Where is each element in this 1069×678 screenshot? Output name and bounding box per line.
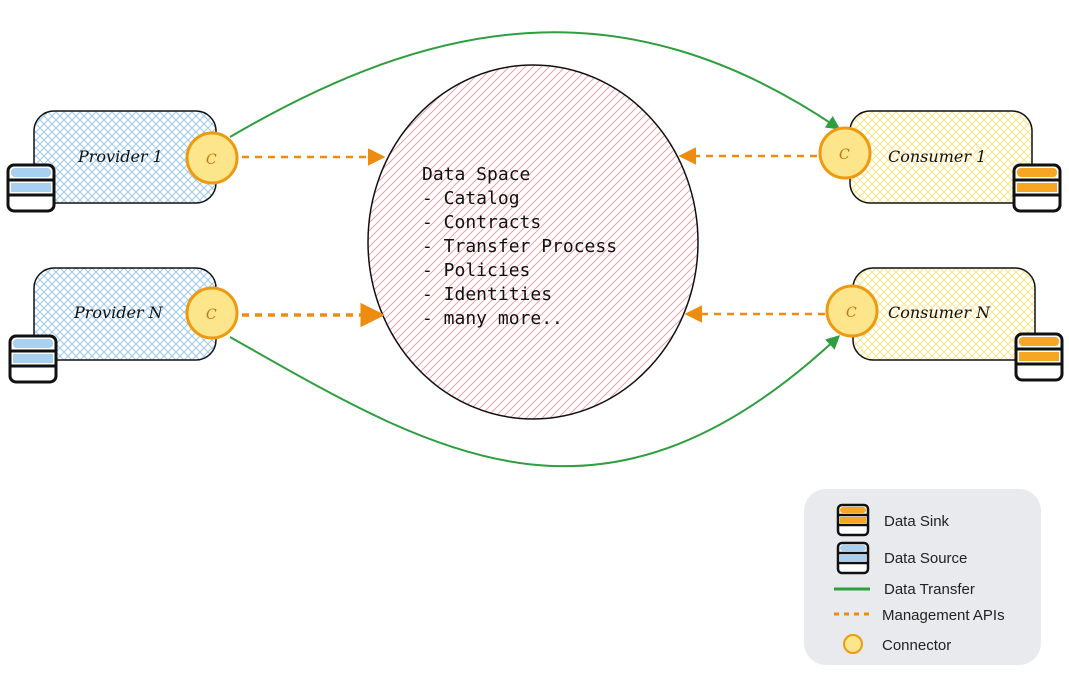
svg-text:C: C [839, 147, 850, 163]
provider-1: Provider 1 C [6, 110, 239, 213]
provider-label: Provider N [73, 303, 164, 322]
connector-icon: C [818, 126, 872, 180]
legend-label: Data Source [884, 550, 967, 567]
legend-label: Management APIs [882, 607, 1005, 624]
legend-label: Data Transfer [884, 581, 975, 598]
data-space-item: - Policies [422, 260, 530, 281]
data-space-item: - Transfer Process [422, 236, 617, 257]
svg-text:C: C [846, 305, 857, 321]
data-source-icon [8, 334, 58, 384]
data-space-item: - many more.. [422, 308, 563, 329]
data-sink-icon [1014, 332, 1064, 382]
provider-n: Provider N C [8, 267, 239, 384]
consumer-1: Consumer 1 C [818, 110, 1062, 213]
svg-text:C: C [206, 152, 217, 168]
data-space-item: - Identities [422, 284, 552, 305]
data-source-icon [6, 163, 56, 213]
consumer-n: Consumer N C [825, 267, 1064, 382]
connector-icon [843, 634, 863, 654]
connector-icon: C [185, 286, 239, 340]
data-space-item: - Catalog [422, 188, 520, 209]
svg-text:C: C [206, 307, 217, 323]
legend: Data Sink Data Source Data Transfer Mana… [804, 489, 1041, 665]
consumer-label: Consumer 1 [888, 147, 986, 166]
data-sink-icon [836, 503, 870, 537]
connector-icon: C [185, 131, 239, 185]
data-space-title: Data Space [422, 164, 530, 185]
data-space-item: - Contracts [422, 212, 541, 233]
provider-label: Provider 1 [77, 147, 163, 166]
connector-icon: C [825, 284, 879, 338]
legend-label: Data Sink [884, 513, 950, 530]
legend-label: Connector [882, 637, 951, 654]
consumer-label: Consumer N [888, 303, 991, 322]
data-source-icon [836, 541, 870, 575]
data-transfer-path-bottom [229, 335, 841, 468]
data-space: Data Space - Catalog - Contracts - Trans… [367, 64, 699, 420]
data-transfer-path-top [229, 31, 841, 138]
data-sink-icon [1012, 163, 1062, 213]
